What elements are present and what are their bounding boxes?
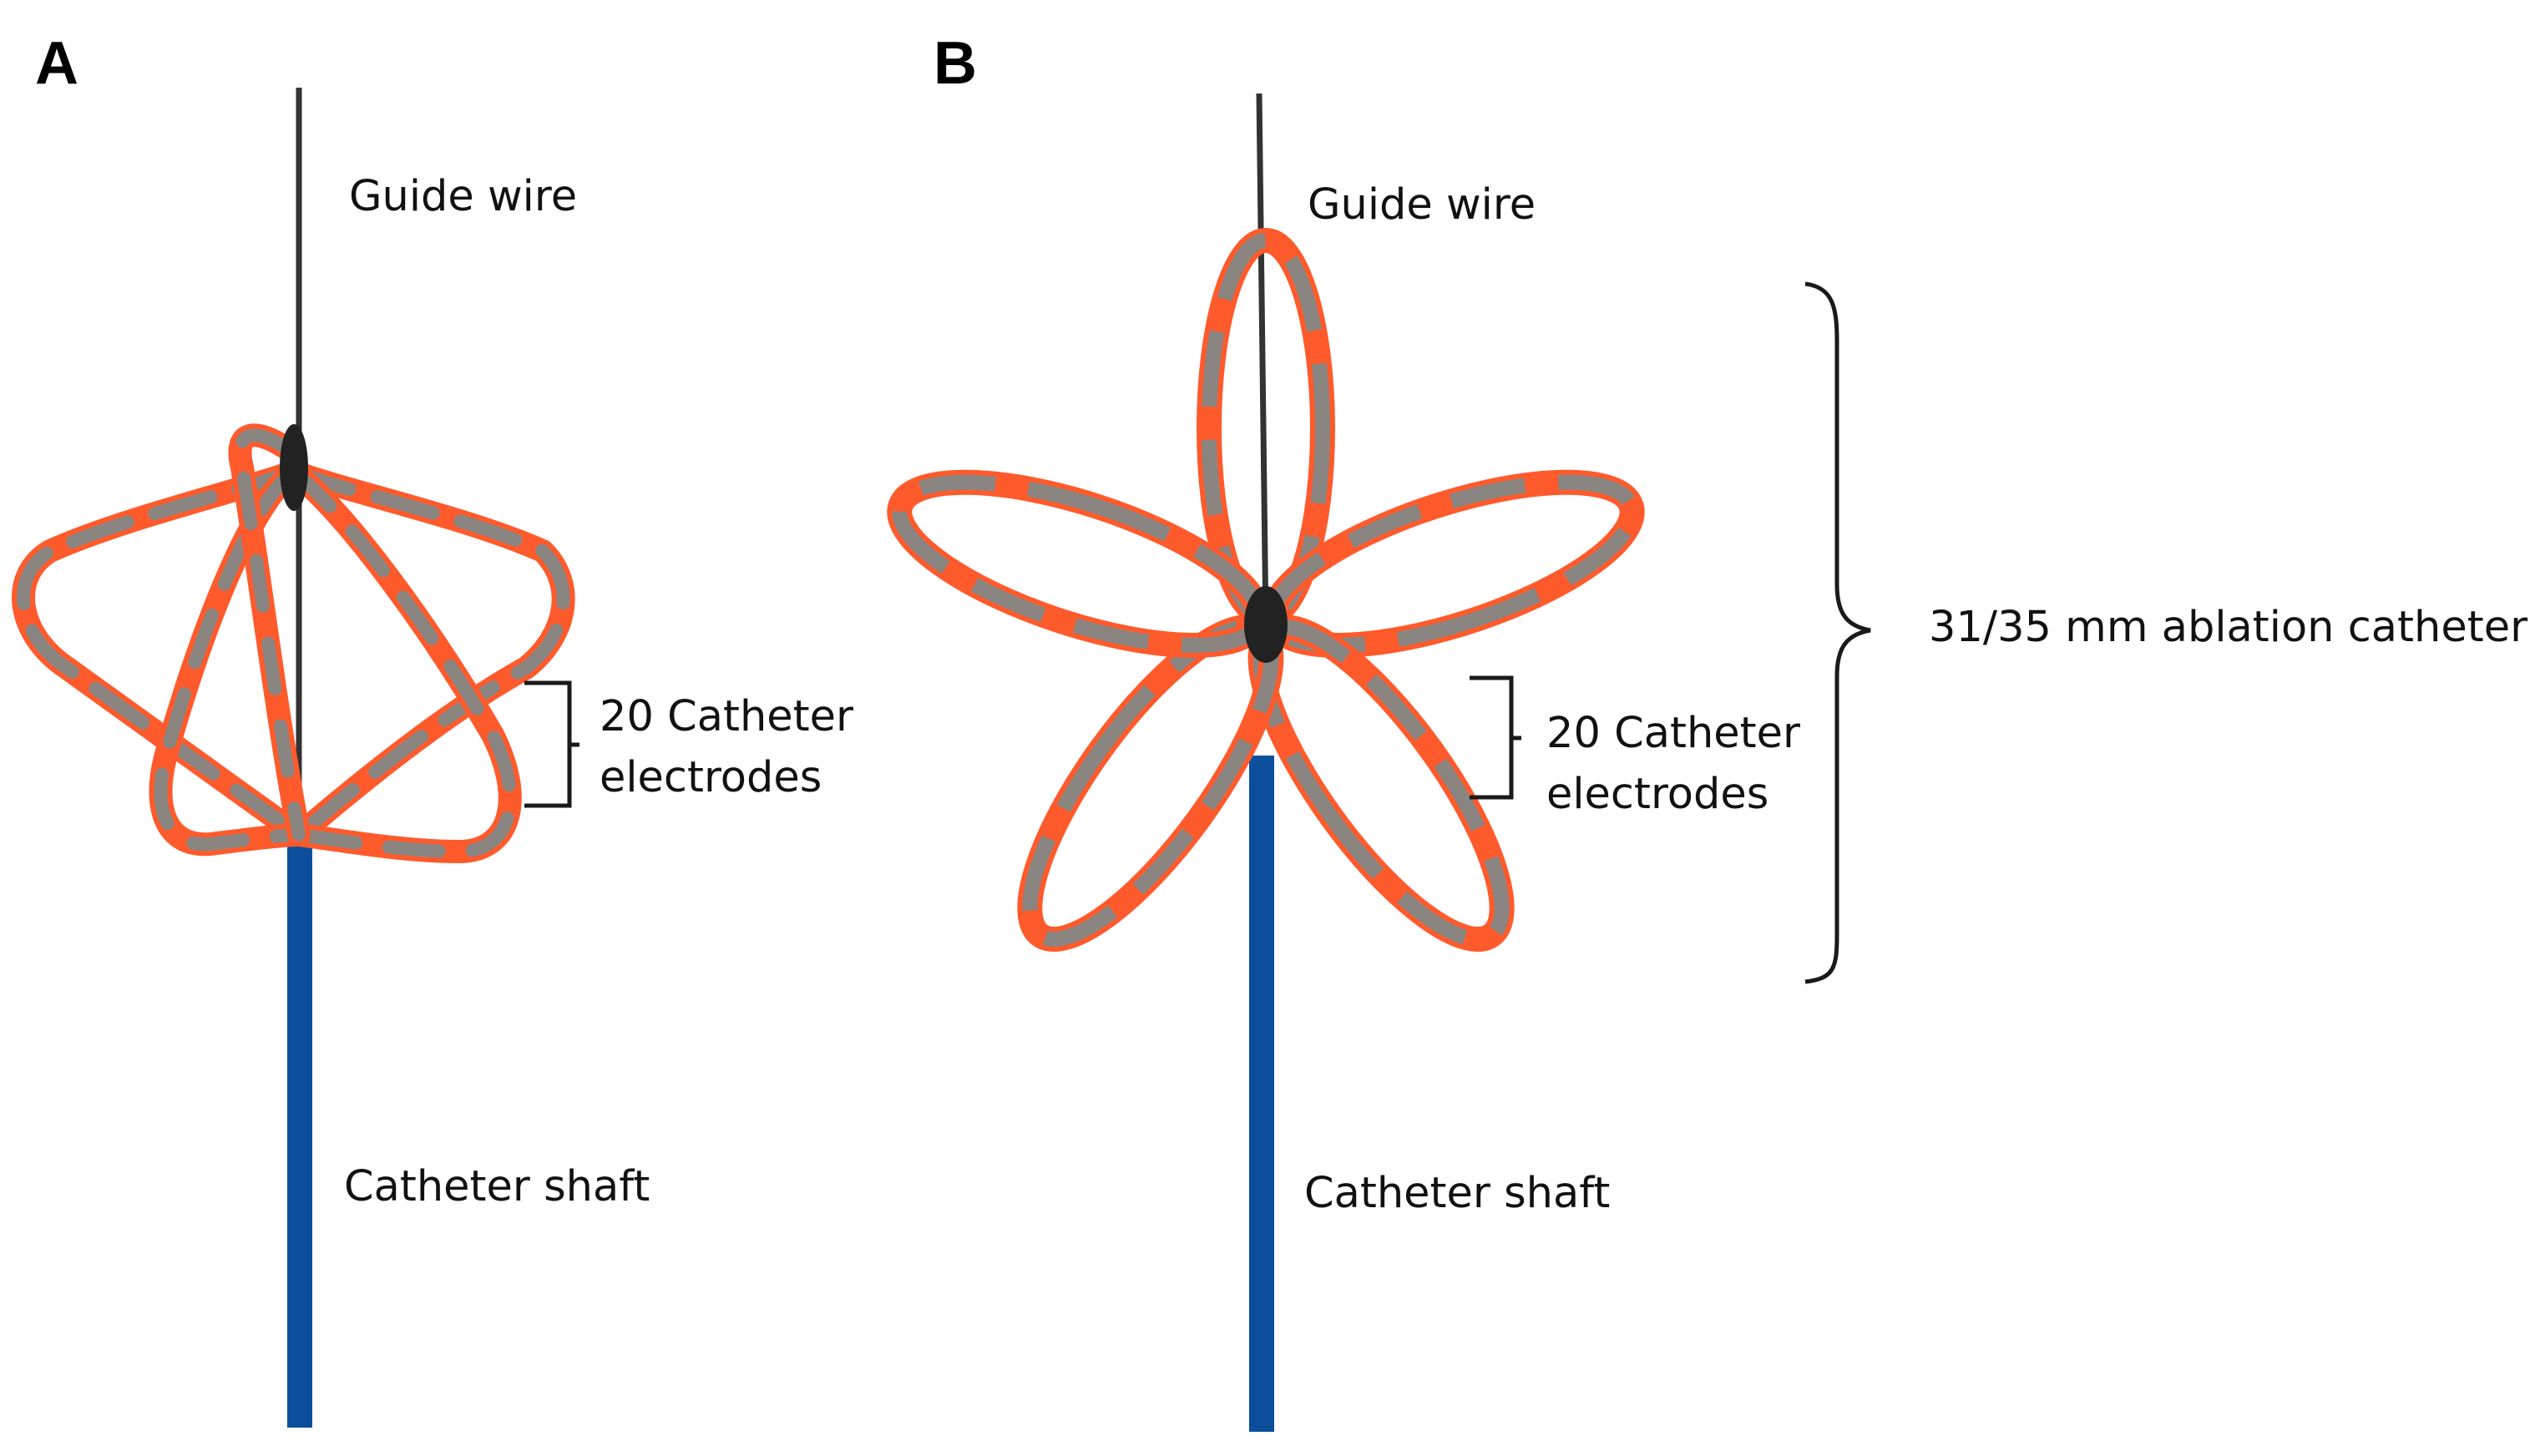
panel-a: A Guide wire 20 Catheter (12, 30, 853, 1428)
panel-b-electrodes-label-line2: electrodes (1546, 770, 1768, 819)
panel-b-catheter-shaft-label: Catheter shaft (1304, 1169, 1610, 1218)
panel-b-electrodes-label-line1: 20 Catheter (1546, 709, 1800, 758)
panel-a-electrodes-bracket (524, 680, 579, 808)
panel-b-catheter-shaft (1249, 756, 1274, 1432)
panel-a-electrodes-label-line2: electrodes (600, 753, 822, 802)
panel-a-splines (12, 423, 575, 863)
panel-b-size-brace (1804, 281, 1871, 984)
panel-b: B (887, 30, 2527, 1432)
panel-a-hub (280, 424, 308, 511)
panel-a-guide-wire-label: Guide wire (349, 172, 577, 221)
panel-a-catheter-shaft-label: Catheter shaft (344, 1162, 650, 1211)
panel-b-guide-wire-label: Guide wire (1308, 180, 1536, 230)
panel-a-electrodes-label-line1: 20 Catheter (600, 692, 853, 741)
panel-b-size-label: 31/35 mm ablation catheter (1929, 603, 2527, 652)
panel-b-guide-wire (1256, 93, 1269, 627)
panel-b-hub (1244, 586, 1288, 663)
panel-a-letter: A (35, 30, 78, 97)
panel-a-catheter-shaft (287, 835, 312, 1428)
panel-b-letter: B (934, 30, 977, 97)
panel-b-electrodes-bracket (1470, 675, 1521, 800)
